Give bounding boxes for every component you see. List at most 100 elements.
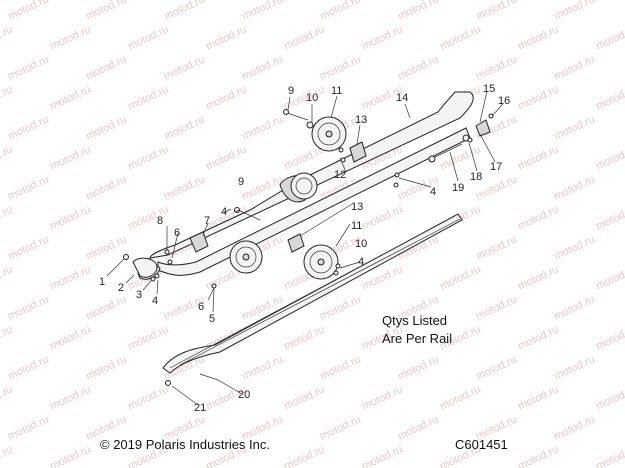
watermark-text: motod.ru: [552, 113, 596, 142]
watermark-text: motod.ru: [396, 0, 440, 23]
callout-4: 4: [152, 295, 158, 307]
watermark-text: motod.ru: [0, 83, 15, 112]
watermark-text: motod.ru: [282, 383, 326, 412]
watermark-text: motod.ru: [48, 383, 92, 412]
watermark-text: motod.ru: [48, 83, 92, 112]
callout-11: 11: [331, 85, 342, 97]
callout-9: 9: [288, 85, 294, 97]
callout-17: 17: [490, 161, 502, 173]
watermark-text: motod.ru: [516, 443, 560, 468]
watermark-text: motod.ru: [126, 143, 170, 172]
watermark-text: motod.ru: [360, 383, 404, 412]
callout-19: 19: [452, 182, 464, 194]
watermark-text: motod.ru: [162, 0, 206, 23]
watermark-text: motod.ru: [282, 443, 326, 468]
watermark-text: motod.ru: [6, 233, 50, 262]
watermark-text: motod.ru: [84, 53, 128, 82]
wheel-lower-right: [303, 244, 339, 280]
watermark-text: motod.ru: [162, 113, 206, 142]
watermark-text: motod.ru: [84, 173, 128, 202]
watermark-text: motod.ru: [552, 293, 596, 322]
watermark-text: motod.ru: [0, 203, 15, 232]
callout-10: 10: [306, 92, 318, 104]
watermark-text: motod.ru: [552, 353, 596, 382]
watermark-text: motod.ru: [6, 293, 50, 322]
watermark-text: motod.ru: [594, 383, 625, 412]
callout-18: 18: [470, 171, 482, 183]
callout-7: 7: [204, 215, 210, 227]
callout-1: 1: [99, 276, 105, 288]
rear-hardware: [123, 113, 494, 386]
watermark-text: motod.ru: [6, 413, 50, 442]
watermark-text: motod.ru: [516, 383, 560, 412]
watermark-text: motod.ru: [84, 233, 128, 262]
watermark-text: motod.ru: [162, 53, 206, 82]
watermark-text: motod.ru: [396, 353, 440, 382]
watermark-text: motod.ru: [0, 263, 15, 292]
watermark-text: motod.ru: [126, 23, 170, 52]
bolt-rear: [428, 143, 463, 163]
watermark-text: motod.ru: [474, 293, 518, 322]
watermark-text: motod.ru: [318, 353, 362, 382]
callout-6: 6: [174, 227, 180, 239]
quantity-note-line1: Qtys Listed: [382, 313, 448, 328]
callout-13: 13: [351, 201, 363, 213]
callout-11: 11: [351, 220, 362, 232]
watermark-text: motod.ru: [552, 173, 596, 202]
callout-12: 12: [334, 169, 346, 181]
slide-rail: [162, 213, 463, 374]
watermark-text: motod.ru: [360, 23, 404, 52]
watermark-text: motod.ru: [360, 203, 404, 232]
spacer-upper: [349, 141, 367, 163]
watermark-text: motod.ru: [552, 233, 596, 262]
wheel-middle: [290, 172, 318, 200]
watermark-text: motod.ru: [126, 323, 170, 352]
callout-9: 9: [238, 176, 244, 188]
watermark-text: motod.ru: [84, 0, 128, 23]
watermark-text: motod.ru: [282, 23, 326, 52]
watermark-text: motod.ru: [48, 263, 92, 292]
watermark-text: motod.ru: [552, 0, 596, 23]
watermark-text: motod.ru: [48, 143, 92, 172]
watermark-text: motod.ru: [318, 413, 362, 442]
watermark-text: motod.ru: [6, 53, 50, 82]
watermark-text: motod.ru: [0, 443, 15, 468]
watermark-text: motod.ru: [516, 23, 560, 52]
watermark-text: motod.ru: [396, 413, 440, 442]
watermark-text: motod.ru: [126, 203, 170, 232]
watermark-text: motod.ru: [594, 203, 625, 232]
callout-13: 13: [355, 114, 367, 126]
watermark-text: motod.ru: [594, 323, 625, 352]
watermark-text: motod.ru: [240, 113, 284, 142]
watermark-text: motod.ru: [438, 23, 482, 52]
watermark-text: motod.ru: [318, 53, 362, 82]
watermark-text: motod.ru: [594, 143, 625, 172]
watermark-text: motod.ru: [84, 293, 128, 322]
diagram-code: C601451: [455, 437, 508, 452]
watermark-text: motod.ru: [6, 113, 50, 142]
callout-5: 5: [209, 313, 215, 325]
watermark-text: motod.ru: [516, 203, 560, 232]
watermark-text: motod.ru: [282, 323, 326, 352]
watermark-text: motod.ru: [204, 23, 248, 52]
callout-6: 6: [198, 301, 204, 313]
quantity-note: Qtys Listed Are Per Rail: [382, 312, 452, 348]
end-cap: [132, 257, 158, 278]
watermark-text: motod.ru: [474, 0, 518, 23]
watermark-text: motod.ru: [594, 443, 625, 468]
watermark-text: motod.ru: [48, 443, 92, 468]
callout-2: 2: [118, 282, 124, 294]
watermark-text: motod.ru: [6, 173, 50, 202]
watermark-text: motod.ru: [162, 173, 206, 202]
watermark-text: motod.ru: [552, 413, 596, 442]
watermark-text: motod.ru: [48, 203, 92, 232]
watermark-text: motod.ru: [240, 353, 284, 382]
watermark-text: motod.ru: [6, 0, 50, 23]
watermark-text: motod.ru: [516, 263, 560, 292]
watermark-text: motod.ru: [360, 443, 404, 468]
bolt-upper: [283, 109, 309, 121]
callout-labels: 1 2 3 4 8 6 7 4 6 5 9 10 11 13 12 9 14 1…: [99, 83, 510, 414]
copyright-text: © 2019 Polaris Industries Inc.: [100, 437, 270, 452]
watermark-text: motod.ru: [0, 323, 15, 352]
